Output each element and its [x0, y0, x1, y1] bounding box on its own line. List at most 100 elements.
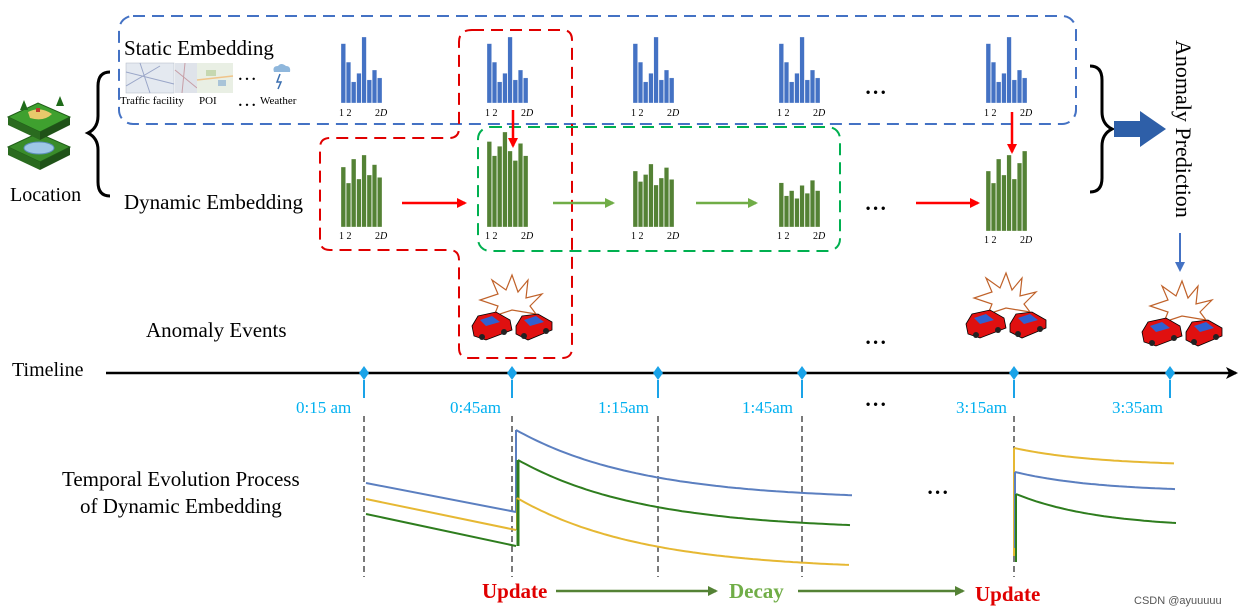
embedding-bar [361, 36, 367, 104]
location-brace [84, 70, 111, 198]
embedding-bar [991, 182, 996, 232]
embedding-bar [648, 163, 654, 228]
location-icon [6, 96, 72, 170]
embedding-bar [632, 170, 638, 228]
embedding-bar [638, 61, 643, 104]
embedding-bar [653, 184, 659, 228]
static-dots-1: … [237, 63, 257, 85]
bar-axis-label-start: 1 2 [485, 108, 498, 119]
static-embedding-box [118, 15, 1077, 125]
embedding-bar [492, 61, 497, 104]
bar-axis-label-end: 2D [521, 231, 534, 242]
embedding-bar [372, 164, 377, 228]
time-label: 3:35am [1112, 398, 1163, 417]
embedding-bar [492, 155, 497, 228]
embedding-bar [518, 143, 523, 228]
anomaly-event-2 [965, 271, 1047, 339]
curve-yellow-seg1 [365, 498, 517, 531]
weather-label: Weather [260, 95, 297, 107]
embedding-bar [794, 73, 800, 104]
embedding-bar [653, 36, 659, 104]
embedding-bar [815, 77, 821, 104]
embedding-bar [346, 61, 351, 104]
timeline-diamond [653, 366, 663, 380]
bar-axis-label-var: D [1024, 235, 1033, 246]
time-label: 0:45am [450, 398, 501, 417]
bar-axis-label-var: D [379, 231, 388, 242]
embedding-bar [486, 43, 492, 104]
embedding-bar [804, 193, 810, 228]
embedding-bar [985, 43, 991, 104]
embedding-bar [1011, 178, 1017, 232]
anomaly-events-label: Anomaly Events [146, 318, 287, 342]
bar-axis-label-start: 1 2 [984, 108, 997, 119]
dynamic-bars-2: 1 2 2D [485, 131, 534, 242]
bar-axis-label-end: 2D [375, 108, 388, 119]
embedding-bar [658, 177, 664, 228]
prediction-arrow [1114, 111, 1166, 147]
watermark: CSDN @ayuuuuu [1134, 595, 1222, 607]
bar-axis-label-end: 2D [1020, 108, 1033, 119]
timeline-diamond [797, 366, 807, 380]
embedding-bar [996, 81, 1002, 104]
embedding-bar [523, 155, 529, 228]
bar-axis-label-var: D [817, 231, 826, 242]
embedding-bar [351, 81, 357, 104]
step-decay: Decay [729, 579, 784, 603]
embedding-bar [356, 178, 362, 228]
time-label: 1:45am [742, 398, 793, 417]
embedding-bar [507, 36, 513, 104]
embedding-bar [784, 61, 789, 104]
traffic-facility-label: Traffic facility [120, 95, 184, 107]
static-embedding-label: Static Embedding [124, 36, 274, 60]
embedding-bar [794, 198, 800, 228]
curve-blue-seg1 [365, 482, 517, 513]
embedding-bar [632, 43, 638, 104]
static-bars-5: 1 2 2D [984, 36, 1033, 119]
curve-green-seg1 [365, 513, 517, 547]
bar-axis-label-end: 2D [375, 231, 388, 242]
ellipsis-dynamic: • • • [866, 201, 885, 215]
embedding-bar [810, 180, 815, 228]
embedding-bar [799, 36, 805, 104]
bar-axis-label-start: 1 2 [339, 231, 352, 242]
time-label: 3:15am [956, 398, 1007, 417]
embedding-bar [784, 195, 789, 228]
embedding-bar [346, 182, 351, 228]
embedding-bar [497, 81, 503, 104]
anomaly-event-3 [1141, 279, 1223, 347]
ellipsis-events: • • • [866, 335, 885, 349]
ellipsis-static: • • • [866, 85, 885, 99]
update-focus-box [319, 29, 573, 359]
bar-axis-label-end: 2D [813, 108, 826, 119]
embedding-bar [643, 174, 649, 228]
bar-axis-label-start: 1 2 [631, 108, 644, 119]
bar-axis-label-start: 1 2 [631, 231, 644, 242]
ellipsis-timeline: • • • [866, 397, 885, 411]
embedding-bar [664, 167, 669, 228]
curve-green-seg3 [1015, 493, 1177, 524]
embedding-bar [815, 190, 821, 228]
embedding-bar [658, 79, 664, 104]
dynamic-embedding-label: Dynamic Embedding [124, 190, 304, 214]
timeline-diamond [507, 366, 517, 380]
embedding-bar [486, 141, 492, 228]
poi-label: POI [199, 95, 217, 107]
timeline-label: Timeline [12, 359, 84, 381]
curve-green-seg2 [517, 459, 851, 527]
embedding-bar [1001, 174, 1007, 232]
decay-group-box [477, 126, 841, 252]
bar-axis-label-start: 1 2 [485, 231, 498, 242]
embedding-bar [1017, 162, 1022, 232]
embedding-bar [372, 69, 377, 104]
embedding-bar [502, 131, 508, 228]
embedding-bar [523, 77, 529, 104]
embedding-bar [1022, 150, 1028, 232]
embedding-bar [1011, 79, 1017, 104]
